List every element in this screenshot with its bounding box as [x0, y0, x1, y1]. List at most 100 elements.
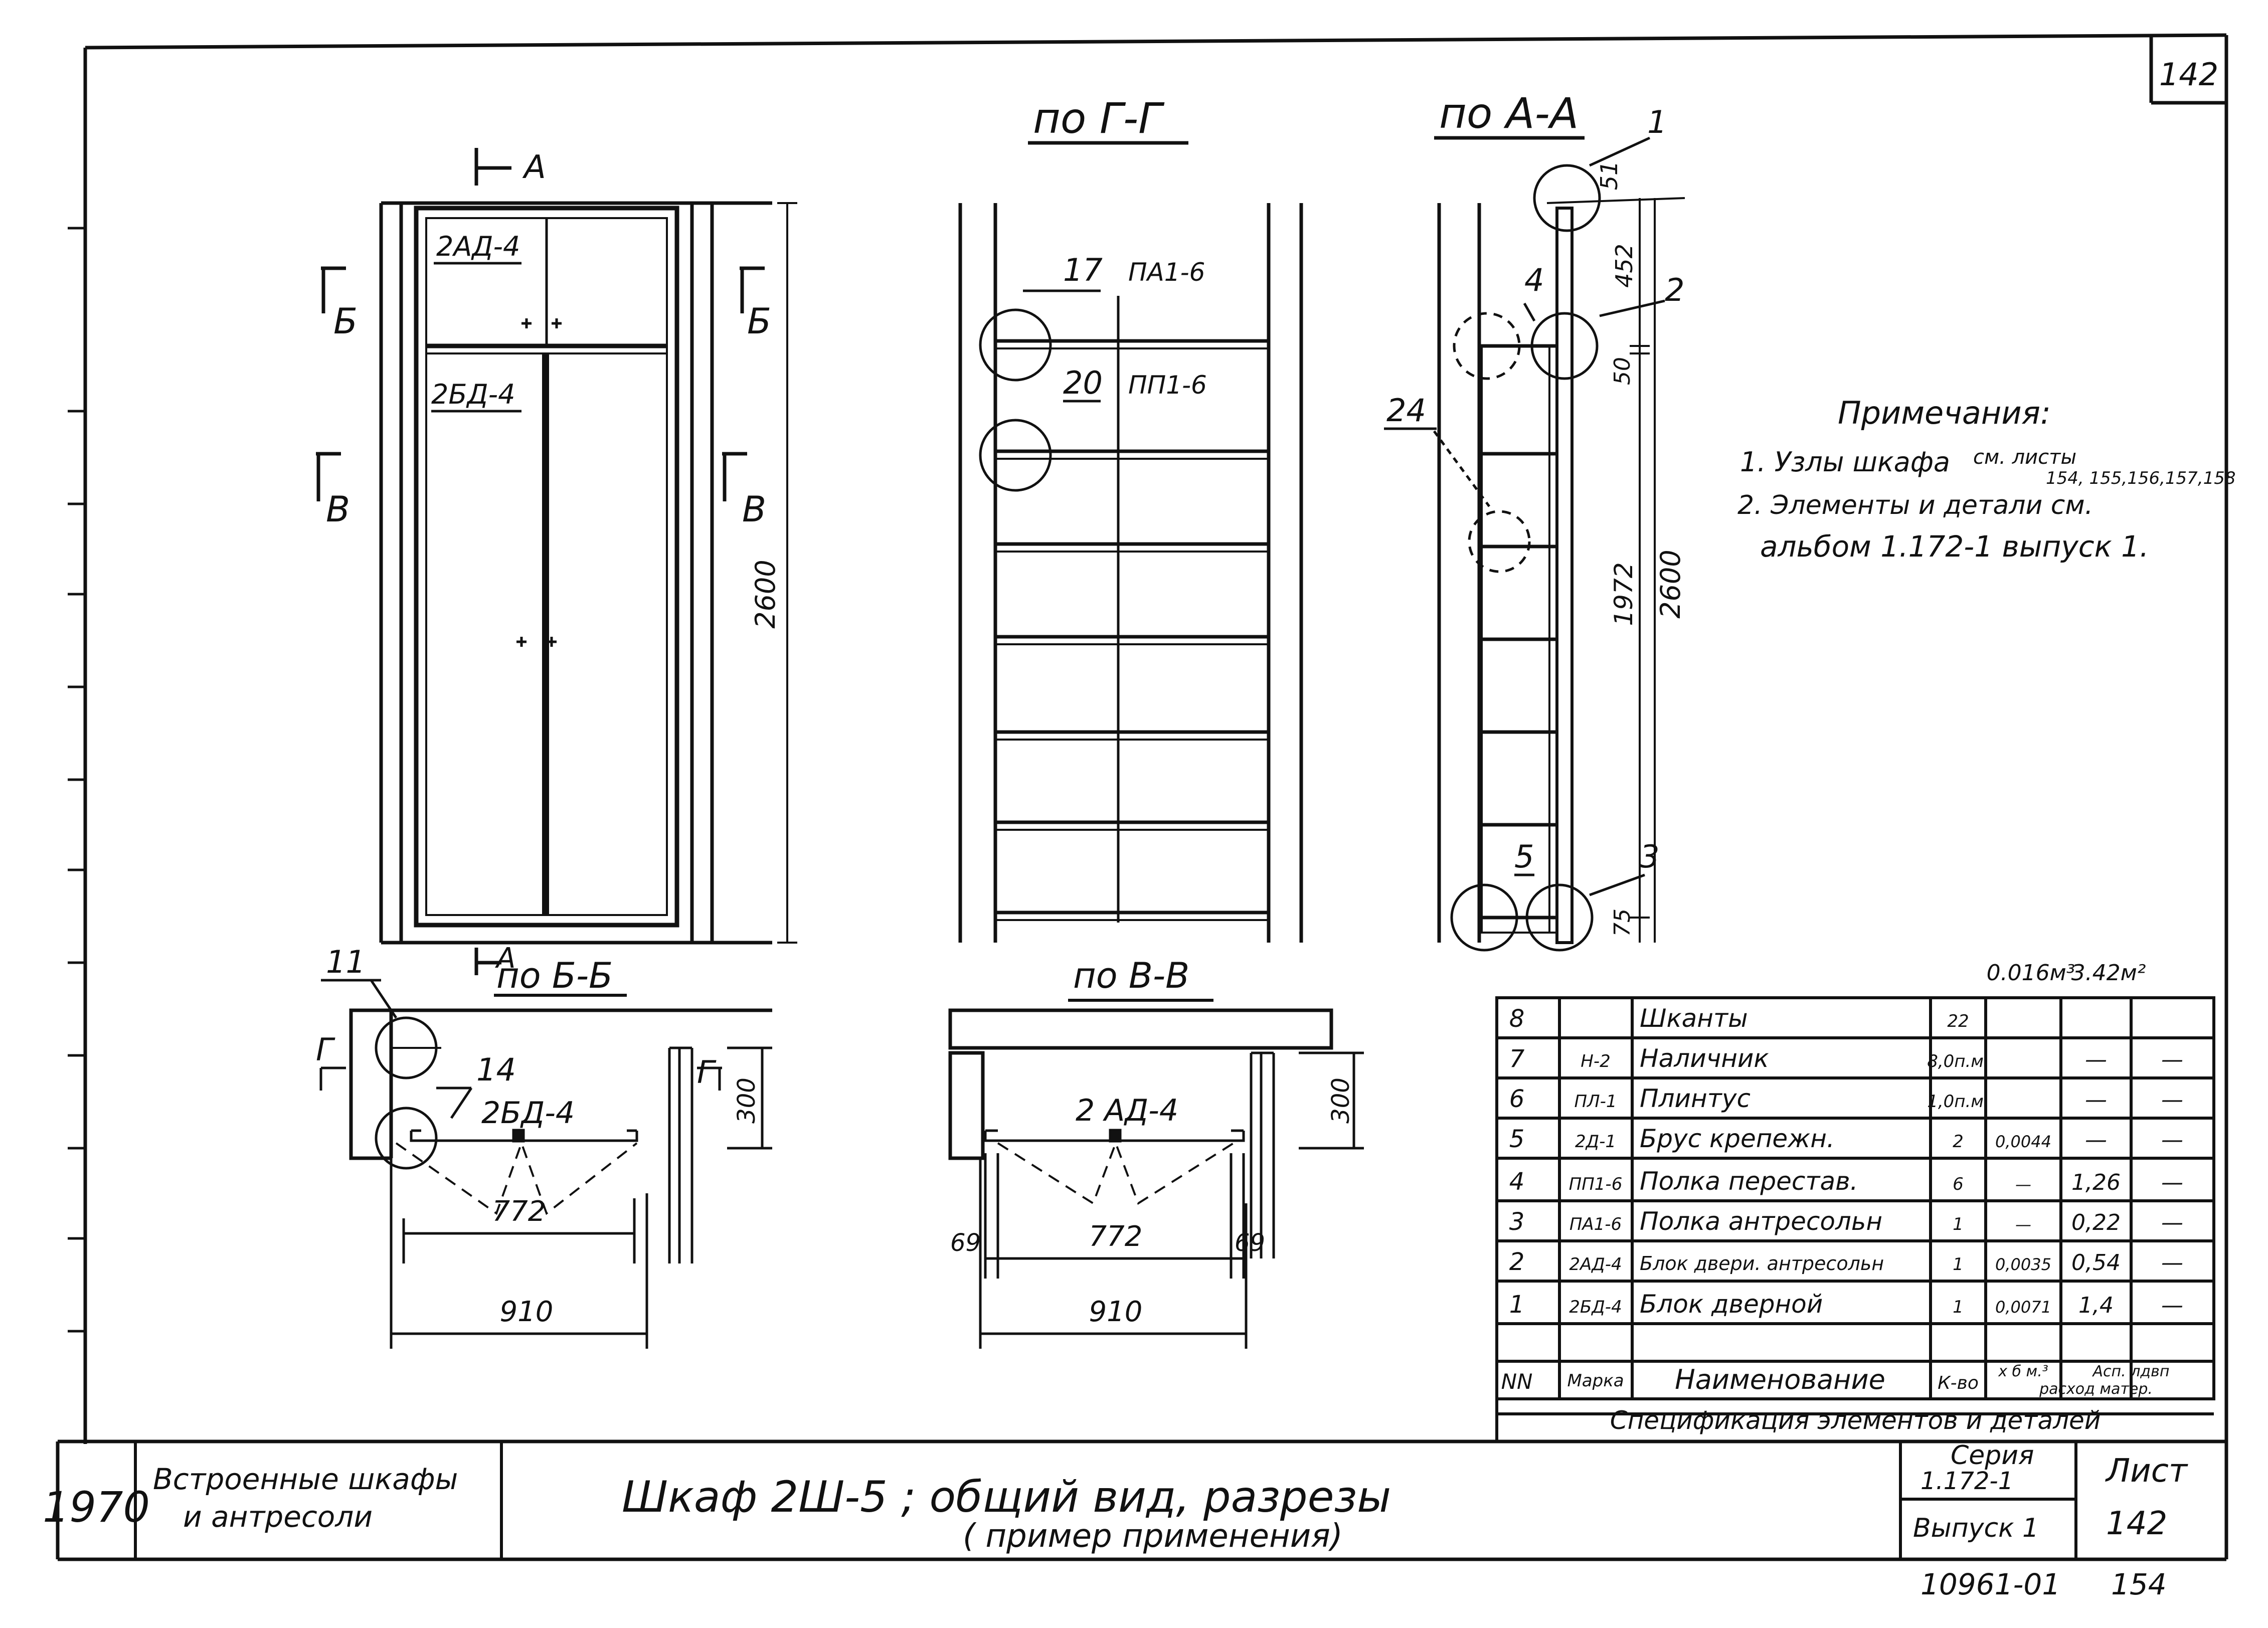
- front-height-dim: 2600: [750, 560, 781, 628]
- spec-header-vol: х б м.³: [1998, 1363, 2048, 1380]
- cut-label-a-top: А: [522, 149, 546, 186]
- notes-line1: 1. Узлы шкафа: [1740, 446, 1950, 478]
- aa-callout-5: 5: [1514, 838, 1534, 875]
- spec-cell-qty: 6: [1953, 1174, 1964, 1194]
- notes-line2: 2. Элементы и детали см.: [1737, 490, 2093, 520]
- spec-cell-area: 1,26: [2071, 1170, 2121, 1195]
- spec-cell-num: 2: [1509, 1248, 1525, 1276]
- spec-cell-name: Наличник: [1640, 1044, 1769, 1073]
- spec-cell-qty: 1: [1953, 1214, 1964, 1234]
- aa-callout-2: 2: [1665, 272, 1684, 308]
- aa-callout-4: 4: [1524, 262, 1544, 298]
- callout-17: 17: [1063, 252, 1103, 288]
- series-label: Серия: [1951, 1440, 2034, 1471]
- spec-cell-vol: 0,0035: [1995, 1255, 2051, 1274]
- margin-ticks: [68, 227, 85, 1333]
- spec-total-volume: 0.016м³: [1987, 960, 2075, 986]
- aa-dim-50: 50: [1610, 357, 1635, 385]
- vv-dim-772: 772: [1089, 1220, 1143, 1253]
- bb-callout-11: 11: [326, 944, 366, 980]
- spec-cell-num: 4: [1509, 1168, 1525, 1196]
- title-block: 1970 Встроенные шкафы и антресоли Шкаф 2…: [43, 1440, 2188, 1601]
- cut-label-a-bottom: А: [495, 942, 515, 975]
- spec-cell-dvp: —: [2161, 1127, 2183, 1153]
- spec-cell-num: 1: [1509, 1291, 1525, 1319]
- spec-cell-name: Шканты: [1640, 1004, 1748, 1033]
- vv-dim-300: 300: [1327, 1077, 1355, 1124]
- bb-callout-14: 14: [476, 1051, 516, 1088]
- section-aa: по А-А: [1384, 89, 1686, 952]
- spec-cell-vol: —: [2015, 1215, 2031, 1234]
- spec-cell-dvp: —: [2161, 1170, 2183, 1195]
- bb-cut-g-right: Г: [697, 1054, 717, 1091]
- spec-cell-name: Блок дверной: [1640, 1290, 1823, 1319]
- aa-dim-452: 452: [1611, 244, 1638, 288]
- spec-cell-mark: 2БД-4: [1569, 1297, 1622, 1317]
- spec-cell-name: Полка перестав.: [1640, 1167, 1858, 1196]
- spec-cell-num: 6: [1509, 1085, 1525, 1113]
- spec-cell-area: 0,54: [2071, 1250, 2121, 1276]
- aa-dim-75: 75: [1610, 909, 1635, 937]
- hinge-marks: [516, 318, 562, 647]
- spec-cell-qty: 1,0п.м.: [1927, 1092, 1989, 1112]
- spec-cell-qty: 2: [1953, 1132, 1964, 1152]
- spec-cell-name: Полка антресольн: [1640, 1207, 1882, 1236]
- bb-block-label: 2БД-4: [481, 1096, 575, 1131]
- spec-header-sub: расход матер.: [2039, 1380, 2153, 1398]
- spec-cell-qty: 22: [1947, 1011, 1969, 1031]
- spec-header-qty: К-во: [1938, 1373, 1979, 1393]
- spec-cell-name: Брус крепежн.: [1640, 1124, 1835, 1153]
- spec-header-mark: Марка: [1567, 1371, 1624, 1391]
- spec-header-name: Наименование: [1675, 1364, 1885, 1395]
- notes-line1-ref: см. листы: [1973, 446, 2076, 469]
- spec-cell-area: —: [2085, 1087, 2107, 1113]
- spec-cell-dvp: —: [2161, 1087, 2183, 1113]
- sheet-label: Лист: [2105, 1453, 2188, 1490]
- mark-pa1-6: ПА1-6: [1128, 258, 1205, 287]
- page-number: 154: [2111, 1567, 2167, 1601]
- subject-line2: и антресоли: [183, 1500, 373, 1534]
- notes-line1-sheets: 154, 155,156,157,158: [2046, 468, 2236, 488]
- upper-block-label: 2АД-4: [436, 231, 520, 262]
- aa-dim-51: 51: [1596, 161, 1623, 191]
- spec-cell-num: 3: [1509, 1208, 1525, 1236]
- issue: Выпуск 1: [1913, 1513, 2039, 1543]
- callout-20: 20: [1063, 365, 1103, 401]
- bb-dim-300: 300: [733, 1077, 761, 1124]
- spec-cell-vol: —: [2015, 1175, 2031, 1194]
- spec-cell-mark: ПА1-6: [1569, 1214, 1622, 1234]
- section-bb-title: по Б-Б: [496, 955, 613, 996]
- spec-cell-num: 5: [1509, 1125, 1525, 1153]
- spec-cell-area: —: [2085, 1047, 2107, 1072]
- spec-cell-name: Блок двери. антресольн: [1640, 1252, 1884, 1275]
- spec-cell-dvp: —: [2161, 1250, 2183, 1276]
- front-view: А А Б Б В В 2АД-4 2БД-4 2600: [316, 148, 797, 975]
- spec-cell-mark: ПП1-6: [1569, 1174, 1623, 1194]
- aa-dim-1972: 1972: [1609, 562, 1638, 626]
- bb-dim-772: 772: [492, 1195, 546, 1228]
- vv-block-label: 2 АД-4: [1076, 1093, 1178, 1128]
- section-gg-title: по Г-Г: [1033, 94, 1165, 143]
- section-vv-title: по В-В: [1073, 955, 1189, 996]
- sheet-number-top: 142: [2159, 56, 2218, 93]
- lower-block-label: 2БД-4: [431, 379, 515, 410]
- spec-cell-dvp: —: [2161, 1293, 2183, 1318]
- cut-label-b-right: Б: [747, 301, 771, 342]
- spec-cell-mark: ПЛ-1: [1574, 1092, 1617, 1112]
- spec-cell-area: —: [2085, 1127, 2107, 1153]
- vv-dim-910: 910: [1089, 1296, 1143, 1328]
- aa-callout-1: 1: [1647, 104, 1667, 140]
- spec-cell-vol: 0,0071: [1995, 1298, 2051, 1317]
- bb-cut-g-left: Г: [316, 1031, 335, 1068]
- year: 1970: [43, 1483, 150, 1532]
- sheet-value: 142: [2106, 1505, 2167, 1542]
- spec-cell-num: 8: [1509, 1005, 1525, 1033]
- section-bb: по Б-Б: [316, 944, 772, 1349]
- aa-dim-2600: 2600: [1655, 550, 1686, 618]
- drawing-code: 10961-01: [1921, 1567, 2060, 1601]
- spec-cell-name: Плинтус: [1640, 1084, 1751, 1113]
- spec-cell-mark: 2АД-4: [1569, 1254, 1622, 1275]
- spec-header-asp: Асп. лдвп: [2092, 1363, 2170, 1380]
